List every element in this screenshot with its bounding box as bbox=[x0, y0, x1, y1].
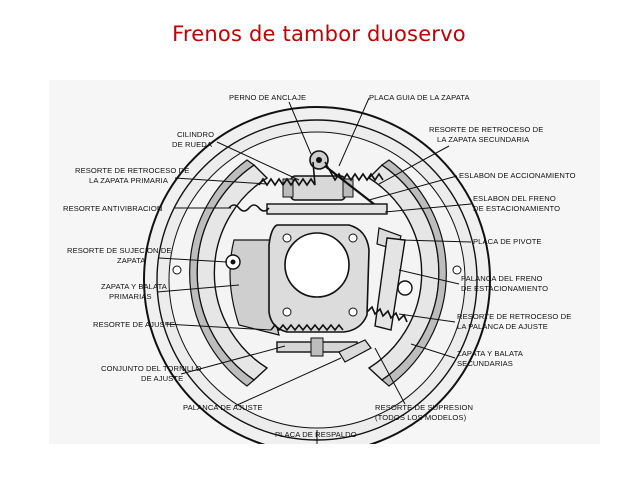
label-parking-brake-lever-2: DE ESTACIONAMIENTO bbox=[461, 284, 548, 293]
label-hold-down-spring-1: RESORTE DE SUJECION DE bbox=[67, 246, 172, 255]
backing-plate-bolt-left bbox=[172, 265, 182, 275]
parking-brake-lever bbox=[374, 237, 406, 331]
label-adjuster-lever-return-spring-2: LA PALANCA DE AJUSTE bbox=[457, 322, 548, 331]
anchor-pin-center bbox=[316, 157, 322, 163]
adjuster-lever bbox=[338, 339, 372, 363]
label-primary-return-spring-2: LA ZAPATA PRIMARIA bbox=[89, 176, 169, 185]
primary-return-spring bbox=[258, 161, 316, 187]
label-primary-shoe-1: ZAPATA Y BALATA bbox=[101, 282, 168, 291]
hub-bolt-4 bbox=[348, 307, 358, 317]
anti-rattle-spring bbox=[228, 204, 270, 212]
hub-center-hole bbox=[284, 232, 350, 298]
label-anchor-pin: PERNO DE ANCLAJE bbox=[229, 93, 306, 102]
label-suppression-spring-1: RESORTE DE SUPRESION bbox=[375, 403, 473, 412]
adjuster-spring bbox=[270, 323, 344, 332]
wheel-cylinder-left-cup bbox=[282, 178, 294, 198]
label-primary-shoe-2: PRIMARIAS bbox=[109, 292, 152, 301]
label-secondary-shoe-1: ZAPATA Y BALATA bbox=[457, 349, 524, 358]
parking-brake-strut bbox=[266, 203, 388, 215]
label-wheel-cylinder-2: DE RUEDA bbox=[172, 140, 213, 149]
drum-brake-diagram: PERNO DE ANCLAJE PLACA GUIA DE LA ZAPATA… bbox=[49, 80, 600, 444]
label-actuating-link: ESLABON DE ACCIONAMIENTO bbox=[459, 171, 576, 180]
label-adjusting-screw-2: DE AJUSTE bbox=[141, 374, 183, 383]
adjuster-lever-return-spring bbox=[366, 305, 408, 323]
label-primary-return-spring-1: RESORTE DE RETROCESO DE bbox=[75, 166, 189, 175]
label-secondary-return-spring-1: RESORTE DE RETROCESO DE bbox=[429, 125, 543, 134]
label-secondary-return-spring-2: LA ZAPATA SECUNDARIA bbox=[437, 135, 530, 144]
hold-down-pin bbox=[230, 259, 236, 265]
label-adjusting-screw-1: CONJUNTO DEL TORNILLO bbox=[101, 364, 202, 373]
label-hold-down-spring-2: ZAPATA bbox=[117, 256, 146, 265]
leader-lines bbox=[156, 97, 472, 444]
label-shoe-guide-plate: PLACA GUIA DE LA ZAPATA bbox=[369, 93, 470, 102]
hub-bolt-2 bbox=[348, 233, 358, 243]
actuating-link bbox=[324, 165, 380, 209]
label-anti-rattle-spring: RESORTE ANTIVIBRACION bbox=[63, 204, 162, 213]
primary-lining bbox=[189, 159, 256, 387]
label-backing-plate: PLACA DE RESPALDO bbox=[275, 430, 357, 439]
slide-title: Frenos de tambor duoservo bbox=[172, 22, 466, 46]
backing-plate-bolt-right bbox=[452, 265, 462, 275]
adjusting-screw-star-wheel bbox=[310, 337, 324, 357]
secondary-hold-down-spring bbox=[397, 280, 413, 296]
label-parking-brake-link-2: DE ESTACIONAMIENTO bbox=[473, 204, 560, 213]
label-adjuster-lever-return-spring-1: RESORTE DE RETROCESO DE bbox=[457, 312, 571, 321]
label-parking-brake-link-1: ESLABON DEL FRENO bbox=[473, 194, 556, 203]
hub-bolt-1 bbox=[282, 233, 292, 243]
label-adjuster-lever: PALANCA DE AJUSTE bbox=[183, 403, 263, 412]
label-wheel-cylinder-1: CILINDRO bbox=[177, 130, 214, 139]
hub-bolt-3 bbox=[282, 307, 292, 317]
label-adjuster-spring: RESORTE DE AJUSTE bbox=[93, 320, 175, 329]
label-parking-brake-lever-1: PALANCA DEL FRENO bbox=[461, 274, 542, 283]
label-pivot-plate: PLACA DE PIVOTE bbox=[473, 237, 542, 246]
label-suppression-spring-2: (TODOS LOS MODELOS) bbox=[375, 413, 467, 422]
diagram-canvas: PERNO DE ANCLAJE PLACA GUIA DE LA ZAPATA… bbox=[63, 93, 576, 444]
label-secondary-shoe-2: SECUNDARIAS bbox=[457, 359, 513, 368]
secondary-return-spring bbox=[324, 161, 384, 182]
secondary-lining bbox=[380, 159, 447, 387]
